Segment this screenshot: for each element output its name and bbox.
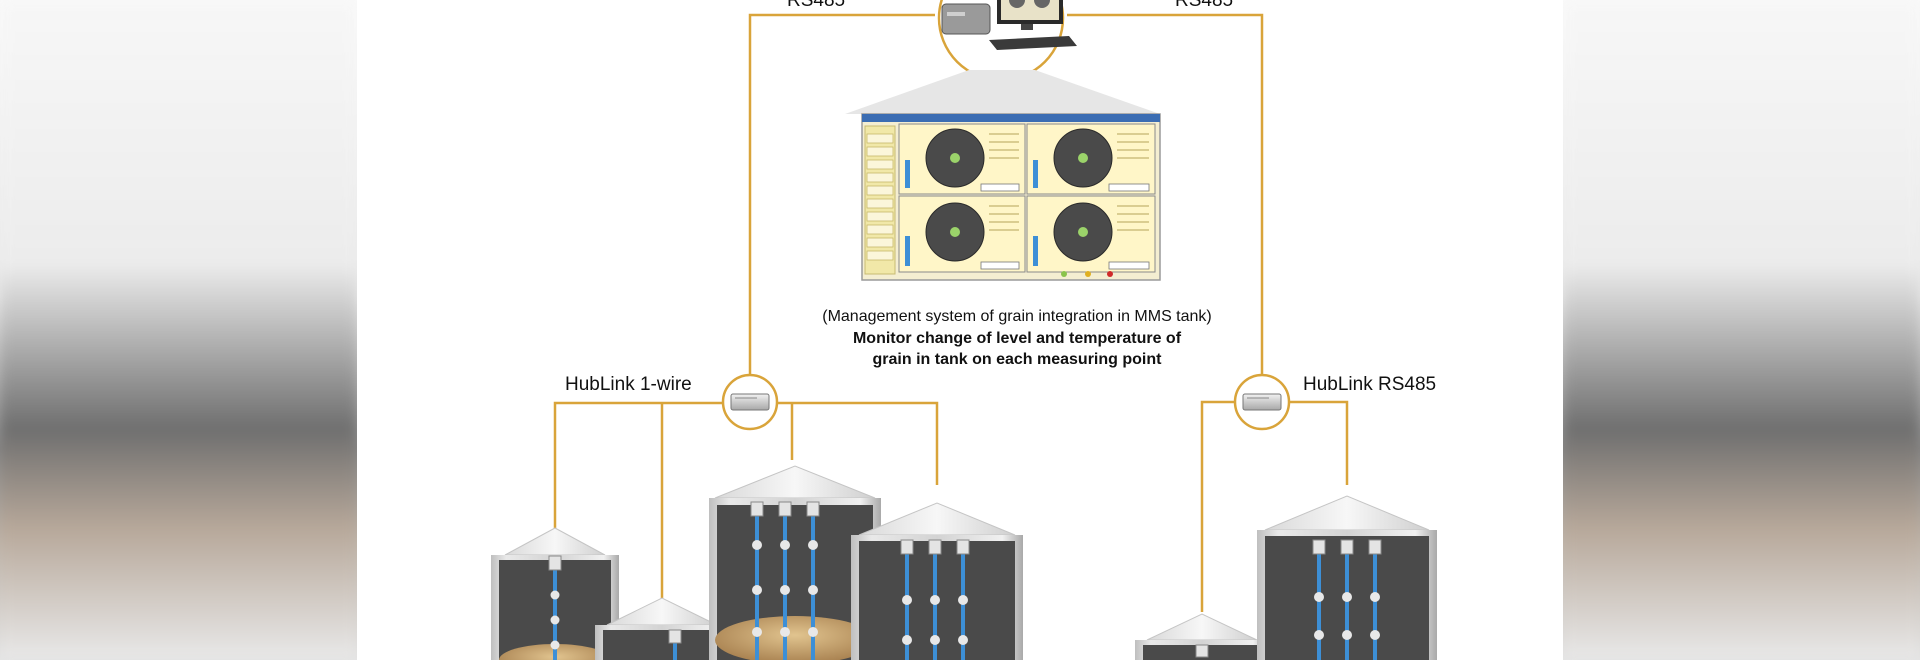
blurred-background-left: [0, 0, 357, 660]
hublink-1wire-label: HubLink 1-wire: [565, 374, 692, 395]
rs485-bus-right-wire: [1067, 13, 1264, 375]
silo-icon: [595, 597, 729, 660]
hublink-rs485-label: HubLink RS485: [1303, 374, 1437, 395]
screen-projection: [845, 70, 1160, 114]
caption-line-2: grain in tank on each measuring point: [872, 351, 1162, 368]
diagram-canvas: [491, 0, 1437, 660]
silo-icon: [1135, 613, 1269, 660]
caption-subtitle: (Management system of grain integration …: [822, 308, 1212, 325]
silo-icon: [491, 527, 619, 660]
silo-icon: [851, 502, 1023, 660]
rs485-label-left: RS485: [787, 0, 846, 11]
computer-icon: [937, 0, 1077, 82]
silo-icon: [1257, 495, 1437, 660]
hublink-device-icon: [1233, 373, 1291, 431]
caption-line-1: Monitor change of level and temperature …: [852, 330, 1182, 347]
rs485-label-right: RS485: [1175, 0, 1234, 11]
hublink-device-icon: [721, 373, 779, 431]
blurred-background-right: [1563, 0, 1920, 660]
status-legend: [1061, 271, 1113, 277]
grain-monitoring-diagram: RS485 RS485 (Management system of grain …: [357, 0, 1563, 660]
rs485-bus-left-wire: [748, 13, 935, 395]
software-screenshot: [861, 113, 1161, 281]
